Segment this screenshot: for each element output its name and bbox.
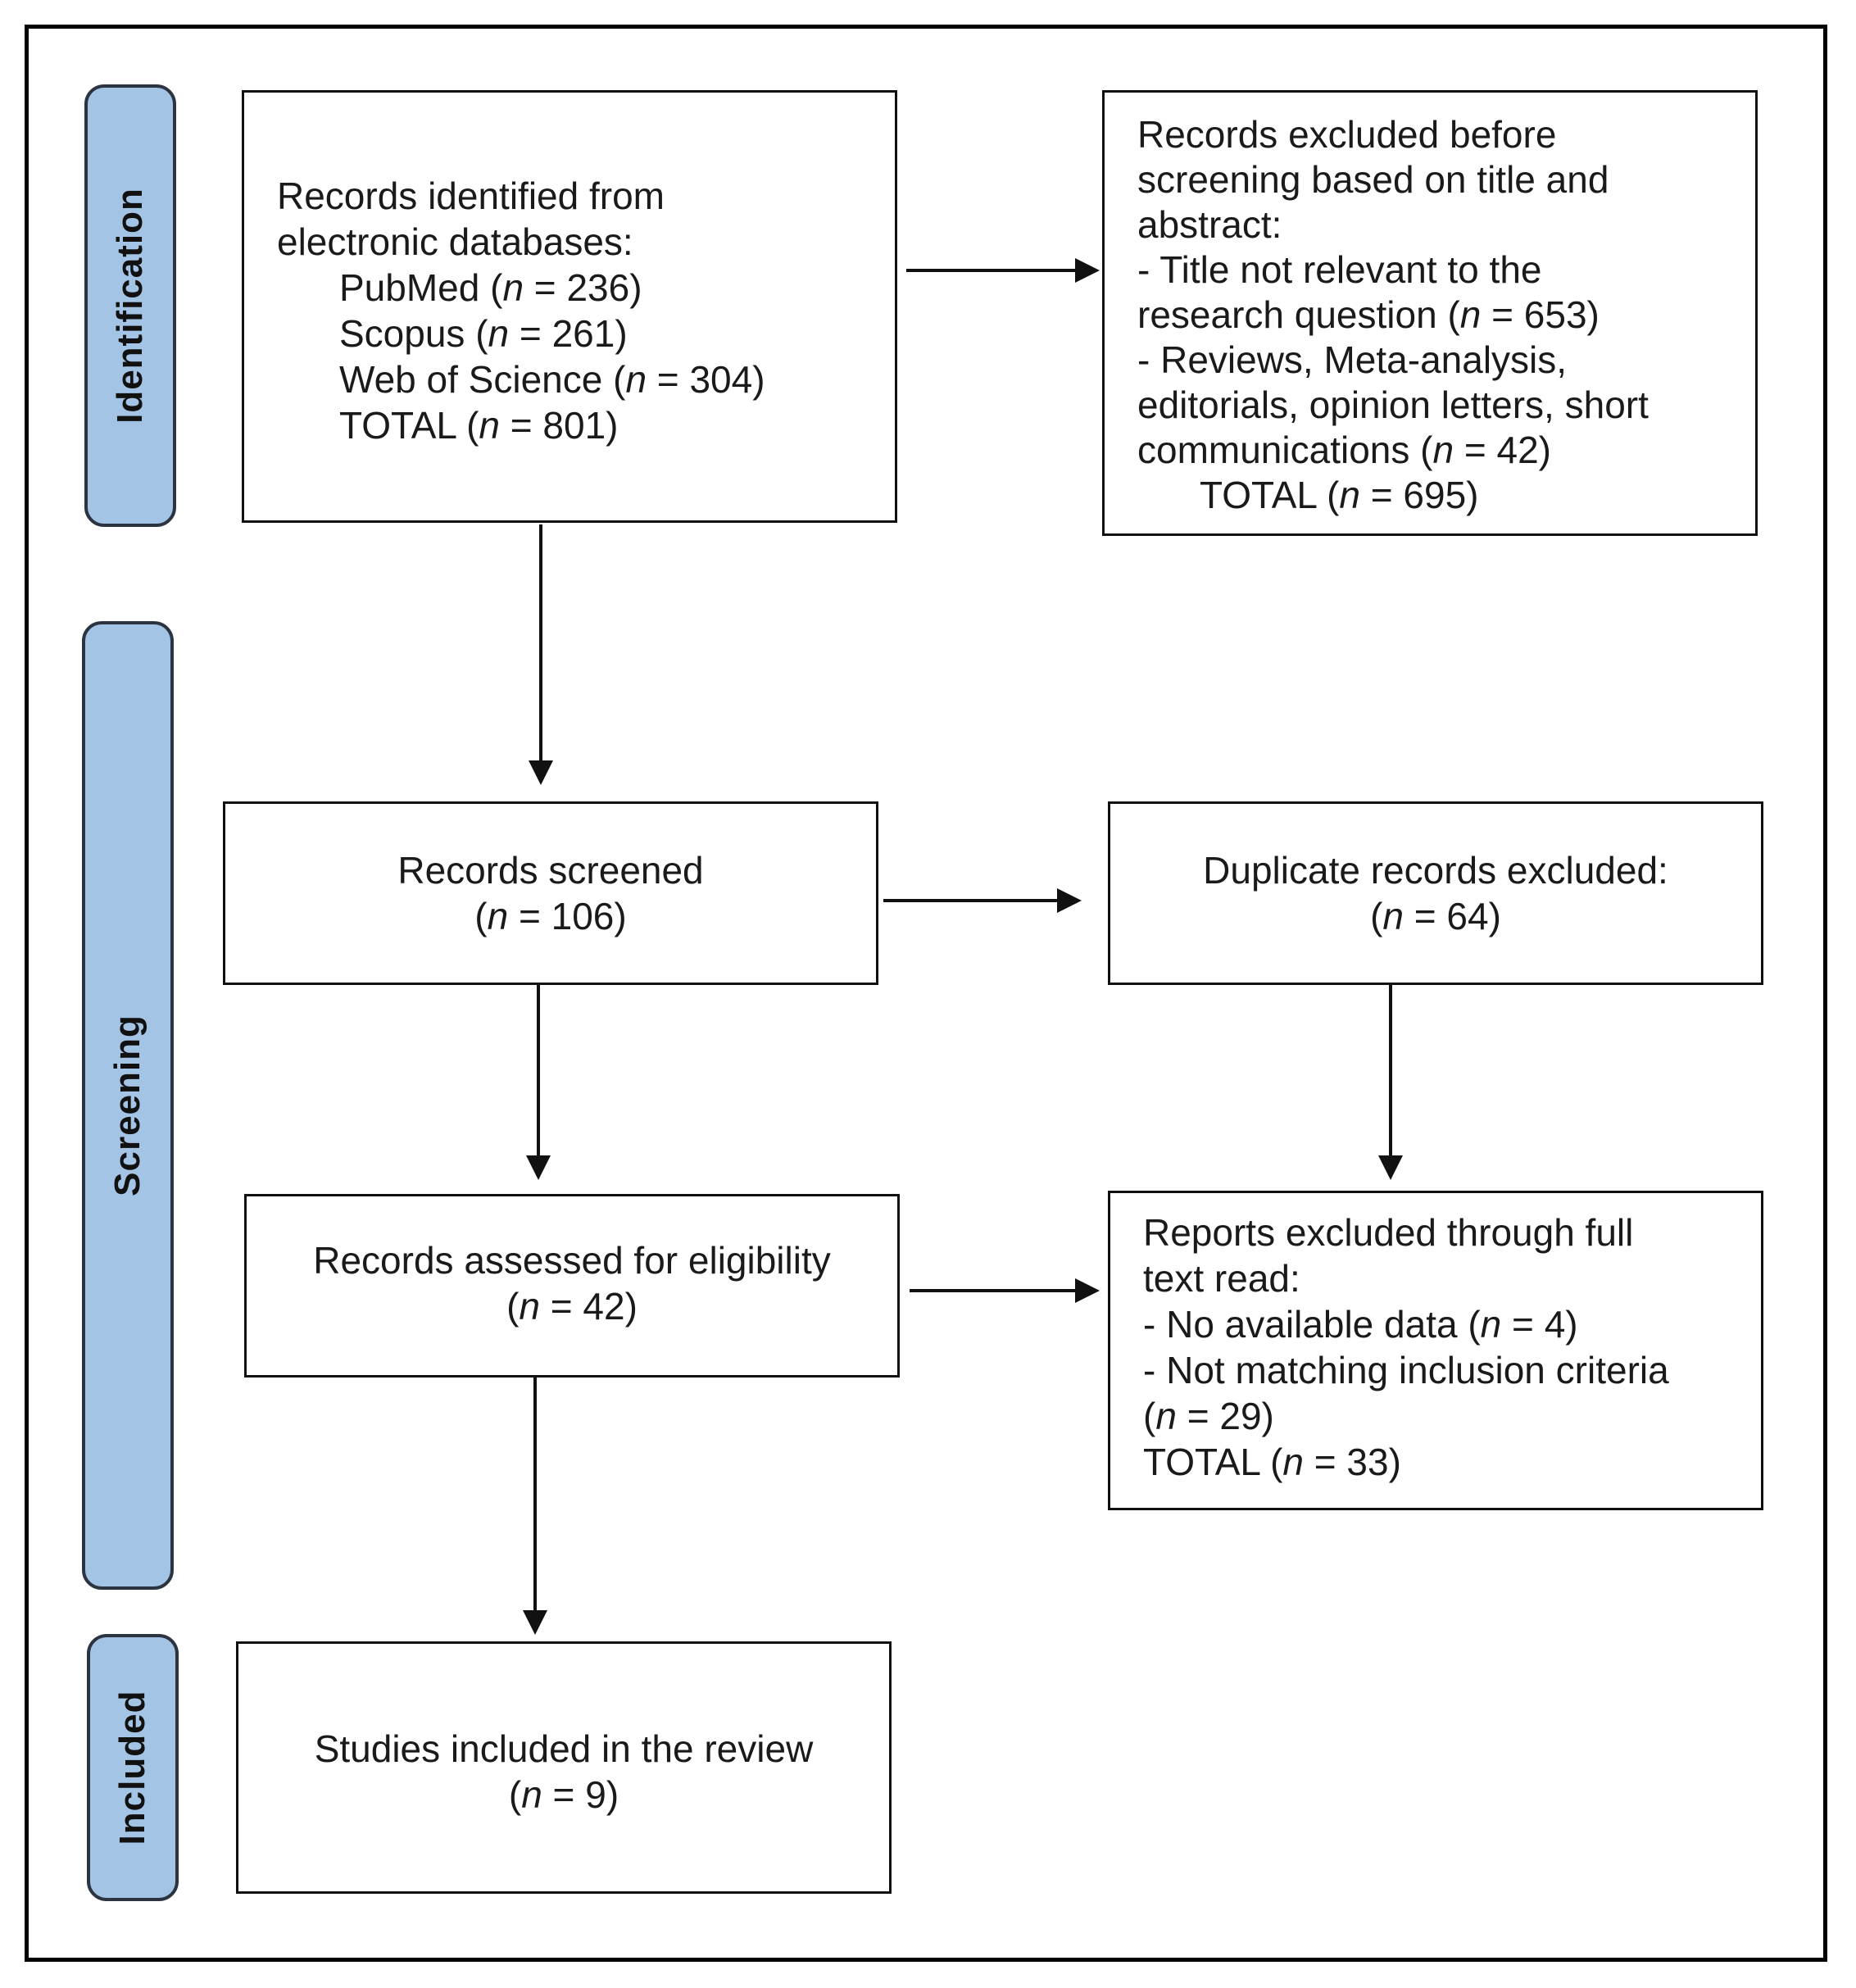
arrowhead-1 (1075, 258, 1100, 283)
studies-included-title: Studies included in the review (314, 1727, 814, 1770)
pubmed-count: 236 (566, 266, 630, 309)
identified-total-line: TOTAL (n = 801) (339, 404, 619, 447)
studies-included-count: 9 (585, 1773, 606, 1816)
arrowhead-5 (1378, 1155, 1403, 1180)
studies-included-box: Studies included in the review (n = 9) (236, 1641, 892, 1894)
diagram-frame (25, 25, 1827, 1962)
web-of-science-count: 304 (689, 358, 753, 401)
not-matching-count: 29 (1219, 1395, 1262, 1437)
not-matching-line: (n = 29) (1143, 1395, 1274, 1437)
records-screened-count: 106 (551, 895, 615, 937)
identified-heading-2: electronic databases: (277, 220, 633, 263)
reviews-line: communications (n = 42) (1137, 429, 1551, 471)
duplicate-records-title: Duplicate records excluded: (1203, 849, 1668, 892)
eligibility-title: Records assessed for eligibility (313, 1239, 831, 1282)
web-of-science-line: Web of Science (n = 304) (339, 358, 765, 401)
phase-identification: Identification (84, 84, 176, 527)
identified-total-count: 801 (542, 404, 606, 447)
records-identified-box: Records identified from electronic datab… (242, 90, 897, 523)
pubmed-line: PubMed (n = 236) (339, 266, 642, 309)
excluded-before-total-line: TOTAL (n = 695) (1200, 474, 1479, 516)
records-screened-title: Records screened (397, 849, 704, 892)
not-relevant-count: 653 (1523, 293, 1587, 336)
arrowhead-6 (1075, 1278, 1100, 1303)
phase-screening: Screening (82, 621, 174, 1590)
duplicate-records-count: 64 (1446, 895, 1489, 937)
arrowhead-4 (526, 1155, 551, 1180)
not-relevant-line: research question (n = 653) (1137, 293, 1600, 336)
identified-heading-1: Records identified from (277, 175, 665, 217)
records-excluded-before-screening-box: Records excluded before screening based … (1102, 90, 1758, 536)
arrowhead-7 (523, 1610, 547, 1635)
scopus-line: Scopus (n = 261) (339, 312, 628, 355)
reviews-count: 42 (1496, 429, 1539, 471)
arrowhead-3 (1057, 888, 1082, 913)
scopus-count: 261 (551, 312, 615, 355)
reports-total-line: TOTAL (n = 33) (1143, 1441, 1401, 1483)
phase-included: Included (87, 1634, 179, 1901)
excluded-before-total-count: 695 (1403, 474, 1467, 516)
arrowhead-2 (529, 760, 553, 785)
no-data-count: 4 (1544, 1303, 1566, 1346)
reports-excluded-full-text-box: Reports excluded through full text read:… (1108, 1191, 1763, 1510)
records-screened-box: Records screened (n = 106) (223, 801, 878, 985)
duplicate-records-excluded-box: Duplicate records excluded: (n = 64) (1108, 801, 1763, 985)
eligibility-count: 42 (583, 1285, 625, 1328)
no-data-line: - No available data (n = 4) (1143, 1303, 1578, 1346)
records-assessed-eligibility-box: Records assessed for eligibility (n = 42… (244, 1194, 900, 1378)
reports-total-count: 33 (1346, 1441, 1389, 1483)
